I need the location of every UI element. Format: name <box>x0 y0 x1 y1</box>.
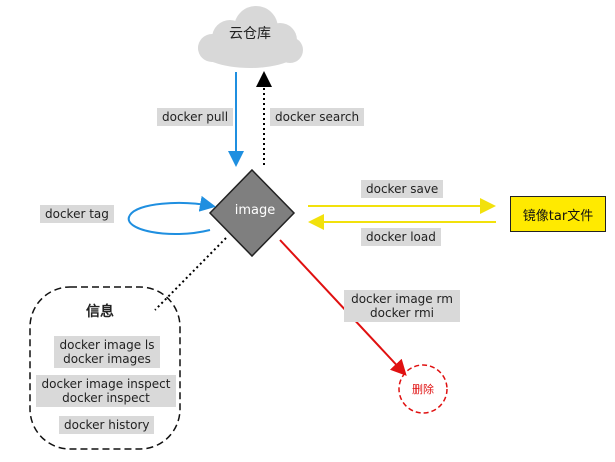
inspect-label: docker image inspect docker inspect <box>36 375 176 407</box>
save-label: docker save <box>361 180 444 198</box>
tar-file-label: 镜像tar文件 <box>522 208 594 224</box>
info-connector <box>154 237 227 311</box>
pull-label: docker pull <box>157 108 234 126</box>
image-diamond <box>208 168 296 258</box>
info-box <box>29 286 181 450</box>
list-images-label: docker image ls docker images <box>54 336 160 368</box>
remove-label-line1: docker image rm <box>351 292 453 306</box>
delete-circle <box>398 364 448 414</box>
cloud-shape <box>198 6 303 68</box>
remove-label: docker image rm docker rmi <box>344 290 460 322</box>
search-label: docker search <box>270 108 365 126</box>
list-images-line2: docker images <box>63 352 151 366</box>
cloud-repository-label: 云仓库 <box>229 26 271 42</box>
history-label: docker history <box>59 416 155 434</box>
info-title: 信息 <box>86 304 114 320</box>
load-label: docker load <box>361 228 441 246</box>
tag-label: docker tag <box>40 205 114 223</box>
remove-arrow <box>279 239 407 376</box>
tag-loop-arrow <box>127 195 216 236</box>
delete-label: 删除 <box>412 383 434 396</box>
tar-file-node: 镜像tar文件 <box>510 196 606 232</box>
inspect-line2: docker inspect <box>62 391 150 405</box>
inspect-line1: docker image inspect <box>41 377 171 391</box>
image-node-label: image <box>234 203 276 218</box>
remove-label-line2: docker rmi <box>370 306 434 320</box>
list-images-line1: docker image ls <box>59 338 155 352</box>
